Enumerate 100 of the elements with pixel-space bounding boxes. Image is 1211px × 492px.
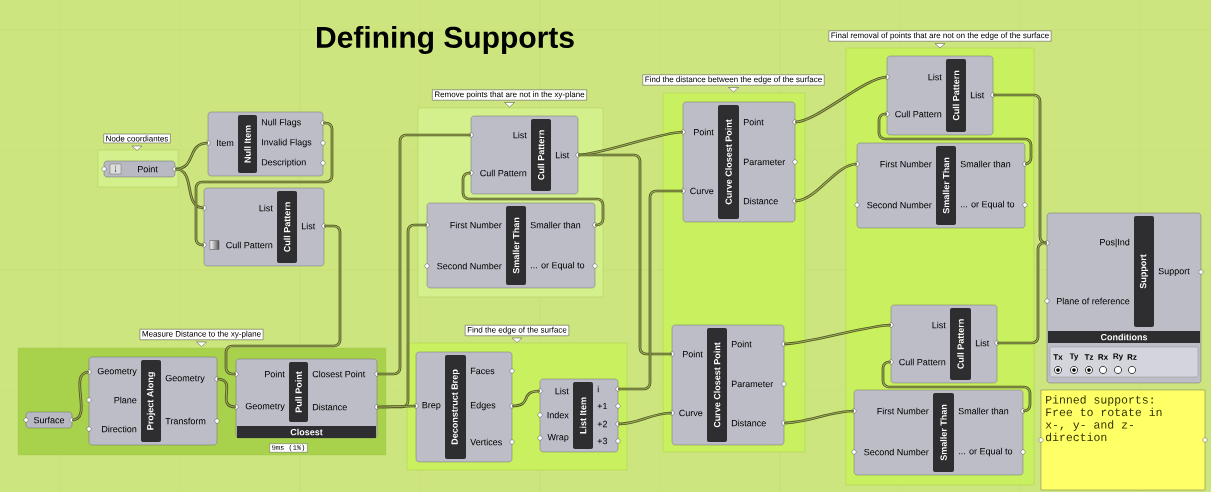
port-label: List: [301, 222, 316, 230]
port-label: Wrap: [547, 433, 569, 442]
port-label: Pos|Ind: [1100, 238, 1130, 248]
port-label: Cull Pattern: [899, 358, 946, 366]
title-bar: Cull Pattern: [277, 191, 297, 263]
port-label: Direction: [102, 425, 137, 433]
wire: [577, 153, 673, 356]
title-bar: List Item: [573, 382, 593, 449]
title-bar: Smaller Than: [506, 206, 526, 285]
port-label: Null Flags: [261, 118, 301, 128]
component-box: [86, 356, 220, 446]
port-label: Curve: [679, 409, 703, 417]
component-box: [413, 351, 515, 463]
port-label: Support: [1158, 267, 1190, 277]
title-bar: Smaller Than: [936, 146, 956, 225]
callout-label: Remove points that are not in the xy-plane: [432, 89, 587, 108]
port-label: Distance: [312, 403, 347, 411]
component-box: [854, 142, 1028, 229]
component-box: [233, 358, 380, 453]
port-label: ... or Equal to: [961, 200, 1015, 210]
port-label: Curve: [690, 187, 714, 195]
port-label: Geometry: [97, 367, 137, 377]
port-label: Brep: [422, 401, 441, 410]
port-label: First Number: [450, 221, 502, 229]
wire: [617, 411, 673, 426]
wire: [194, 121, 334, 247]
wire: [783, 323, 892, 346]
component-box: [468, 115, 581, 195]
port-label: Point: [265, 370, 285, 378]
port-label: Geometry: [165, 374, 205, 384]
wire: [511, 389, 541, 408]
wire: [794, 75, 888, 124]
port-label: Distance: [743, 197, 778, 205]
component-box: [201, 187, 327, 267]
wire: [376, 133, 472, 376]
port-label: Point: [743, 118, 764, 126]
callout-label: Find the edge of the surface: [464, 325, 570, 343]
wire: [216, 377, 237, 409]
component-box: [884, 55, 996, 136]
wire: [174, 141, 209, 171]
port-label: +1: [597, 402, 608, 410]
title-bar: Cull Pattern: [946, 59, 966, 132]
wire: [877, 112, 1033, 166]
component-box: [669, 324, 787, 446]
parameter-box: [101, 160, 178, 178]
port-label: Cull Pattern: [226, 241, 273, 249]
port-label: ... or Equal to: [959, 447, 1013, 457]
port-label: List: [970, 91, 985, 99]
title-bar: Curve Closest Point: [707, 328, 727, 442]
port-label: Invalid Flags: [262, 138, 312, 148]
wire: [783, 409, 855, 425]
port-label: List: [975, 339, 990, 347]
port-label: Smaller than: [530, 221, 581, 229]
port-label: List: [513, 131, 527, 139]
port-label: List: [555, 151, 570, 159]
callout-label: Measure Distance to the xy-plane: [139, 329, 264, 347]
callout-label: Find the distance between the edge of the surface: [642, 74, 825, 93]
port-label: Transform: [165, 417, 206, 425]
port-label: List: [259, 204, 273, 212]
node-label: Ry: [1113, 353, 1124, 361]
port-label: First Number: [880, 160, 932, 168]
callout-label: Final removal of points that are not on the edge of the surface: [828, 30, 1052, 49]
node-label: Ty: [1069, 353, 1079, 361]
port-label: Vertices: [470, 438, 502, 446]
port-label: Parameter: [731, 380, 774, 388]
port-label: Cull Pattern: [480, 169, 527, 177]
parameter-label: Point: [138, 165, 158, 173]
port-label: Second Number: [864, 448, 929, 456]
port-label: List: [555, 387, 569, 395]
node-label: Rx: [1098, 354, 1109, 360]
wire: [794, 162, 858, 203]
port-label: Distance: [731, 419, 766, 427]
port-label: Parameter: [743, 158, 786, 166]
title-bar: Project Along: [141, 360, 161, 442]
wire: [461, 171, 605, 227]
wire: [577, 130, 684, 157]
port-label: ... or Equal to: [531, 261, 585, 271]
title-bar: Smaller Than: [933, 393, 954, 472]
parameter-box: [23, 411, 75, 429]
port-label: Second Number: [437, 262, 502, 270]
port-label: Smaller than: [958, 407, 1009, 415]
port-label: Plane: [114, 396, 137, 404]
component-box: [424, 202, 598, 289]
title-bar: Deconstruct Brep: [445, 355, 466, 459]
wire: [174, 167, 205, 210]
wire: [992, 93, 1048, 245]
port-label: +2: [597, 420, 607, 428]
title-bar: Cull Pattern: [531, 119, 551, 191]
port-label: i: [597, 385, 599, 393]
node-label: Tz: [1084, 354, 1094, 360]
port-label: Cull Pattern: [895, 110, 942, 118]
component-box: [1044, 212, 1204, 384]
component-box: [537, 378, 621, 453]
port-label: Point: [683, 350, 703, 358]
port-label: Description: [261, 158, 306, 168]
radio-panel: Tx Ty Tz Rx Ry Rz: [1049, 346, 1199, 378]
port-label: Point: [694, 128, 714, 136]
port-label: Geometry: [245, 402, 285, 412]
port-label: List: [928, 73, 942, 81]
port-label: List: [932, 321, 946, 329]
